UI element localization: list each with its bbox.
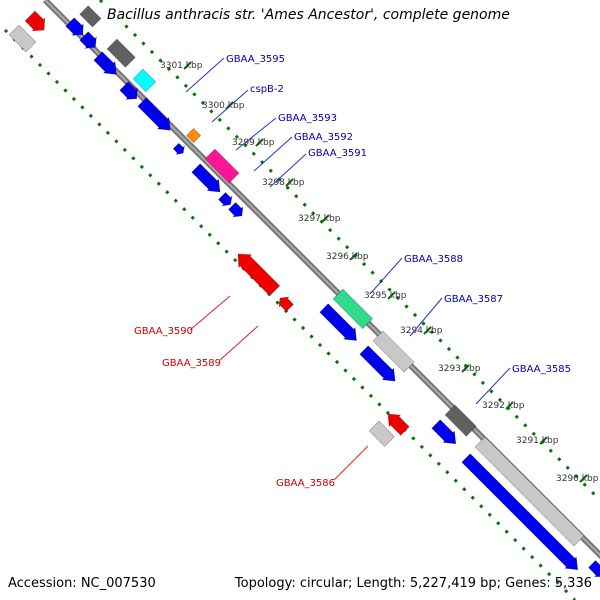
feature-grey-top — [79, 5, 102, 28]
feature-blue-13 — [588, 560, 600, 577]
tick-label: 3296 kbp — [326, 252, 369, 262]
genome-summary-text: Topology: circular; Length: 5,227,419 bp… — [234, 576, 592, 591]
tick-mark — [183, 61, 192, 70]
feature-blue-7 — [218, 192, 233, 207]
feature-grey-light-3 — [368, 420, 395, 447]
feature-orange — [186, 128, 202, 144]
gene-label: GBAA_3590 — [134, 326, 193, 337]
gene-label: GBAA_3587 — [444, 294, 503, 305]
feature-grey-light-4 — [474, 436, 585, 547]
gene-label: cspB-2 — [250, 84, 284, 95]
tick-mark — [423, 326, 432, 335]
tick-label: 3290 kbp — [556, 474, 599, 484]
feature-red-1 — [237, 253, 281, 297]
tick-mark — [461, 364, 470, 373]
tick-mark — [539, 436, 548, 445]
gene-label-leader — [211, 89, 249, 123]
map-title: Bacillus anthracis str. 'Ames Ancestor',… — [105, 7, 512, 23]
feature-red-2 — [278, 296, 294, 312]
gene-label-leader — [333, 445, 369, 481]
feature-magenta — [204, 148, 240, 184]
gene-label-leader — [185, 57, 225, 93]
feature-grey-light-2 — [372, 330, 415, 373]
gene-label: GBAA_3595 — [226, 54, 285, 65]
feature-blue-12 — [461, 453, 579, 571]
inner-tick-track — [3, 28, 577, 600]
tick-label: 3294 kbp — [400, 326, 443, 336]
feature-green — [332, 288, 374, 330]
gene-label: GBAA_3588 — [404, 254, 463, 265]
feature-blue-5 — [137, 97, 171, 131]
feature-blue-6 — [191, 163, 221, 193]
tick-label: 3293 kbp — [438, 364, 481, 374]
feature-blue-3 — [93, 51, 117, 75]
tick-mark — [505, 401, 514, 410]
gene-label-leader — [409, 297, 443, 337]
gene-label: GBAA_3591 — [308, 148, 367, 159]
gene-label-leader — [475, 367, 511, 405]
gene-label-leader — [219, 325, 259, 361]
tick-label: 3292 kbp — [482, 401, 525, 411]
gene-label: GBAA_3589 — [162, 358, 221, 369]
tick-label: 3295 kbp — [364, 291, 407, 301]
gene-label-leader — [269, 153, 307, 188]
gene-label-leader — [369, 257, 403, 295]
accession-text: Accession: NC_007530 — [8, 576, 156, 591]
gene-label: GBAA_3592 — [294, 132, 353, 143]
feature-red-corner — [24, 10, 46, 32]
feature-cyan — [132, 68, 157, 93]
gene-label: GBAA_3586 — [276, 478, 335, 489]
tick-label: 3298 kbp — [262, 178, 305, 188]
feature-grey-dark-3 — [444, 404, 477, 437]
tick-label: 3300 kbp — [202, 101, 245, 111]
tick-mark — [387, 291, 396, 300]
feature-red-3 — [387, 413, 410, 436]
gene-label-leader — [189, 295, 231, 331]
tick-label: 3301 kbp — [160, 61, 203, 71]
feature-blue-2 — [79, 31, 97, 49]
feature-blue-11 — [431, 419, 457, 445]
tick-mark — [225, 101, 234, 110]
tick-mark — [255, 138, 264, 147]
gene-label-leader — [235, 117, 277, 151]
tick-mark — [349, 252, 358, 261]
tick-mark — [321, 214, 330, 223]
tick-label: 3291 kbp — [516, 436, 559, 446]
tick-mark — [579, 474, 588, 483]
feature-grey-light-1 — [8, 24, 37, 53]
feature-blue-8 — [228, 202, 244, 218]
tick-mark — [285, 178, 294, 187]
tick-label: 3297 kbp — [298, 214, 341, 224]
gene-label: GBAA_3593 — [278, 113, 337, 124]
gene-label: GBAA_3585 — [512, 364, 571, 375]
tick-label: 3299 kbp — [232, 138, 275, 148]
outer-tick-track — [98, 0, 600, 502]
feature-blue-4 — [119, 81, 138, 100]
feature-blue-1 — [65, 17, 84, 36]
feature-blue-9 — [319, 303, 357, 341]
gene-label-leader — [253, 136, 293, 172]
feature-blue-10 — [359, 345, 396, 382]
feature-grey-dark-2 — [106, 38, 136, 68]
feature-blue-small — [172, 142, 185, 155]
